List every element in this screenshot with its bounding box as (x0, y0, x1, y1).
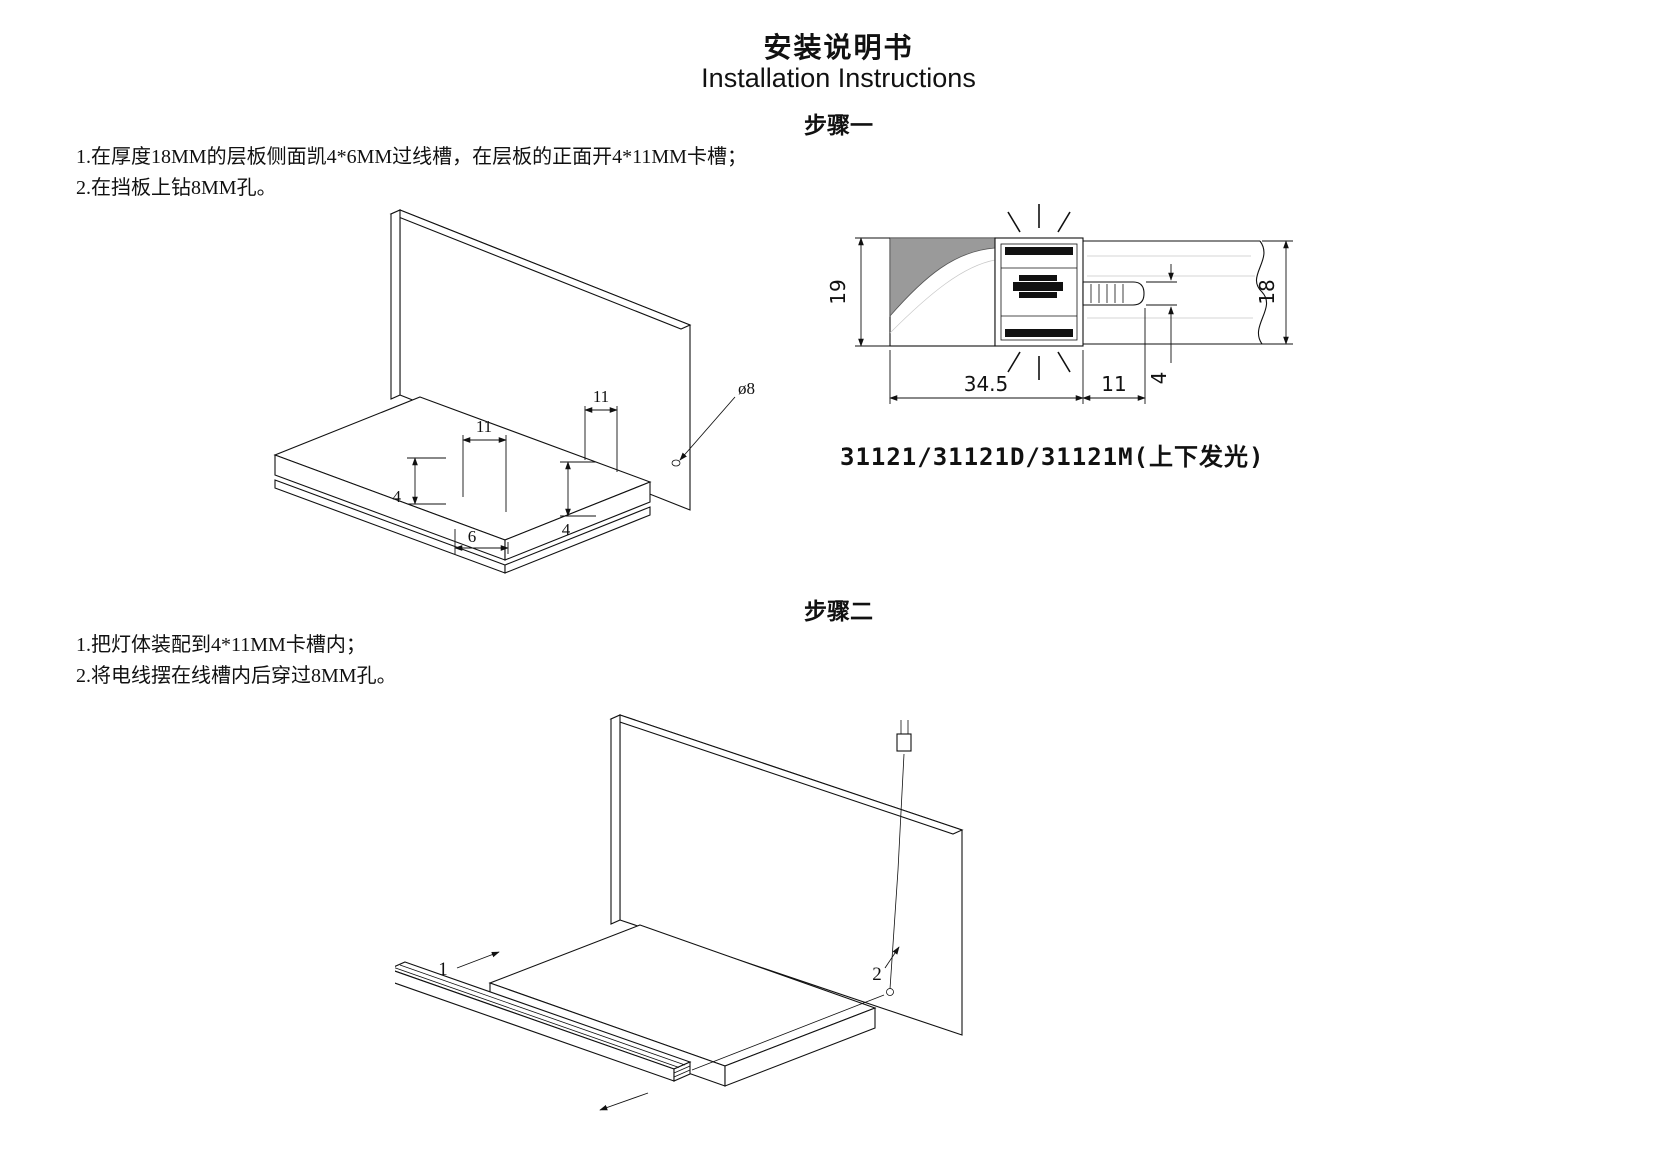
light-rays-bottom (1007, 351, 1071, 380)
step2-assembly-diagram: 1 2 (395, 714, 964, 1111)
bottom-seal (1005, 329, 1073, 337)
shelf-board (273, 396, 652, 574)
dimension-4-right: 4 (560, 461, 596, 539)
terminal-block (1019, 275, 1057, 281)
dimension-slot-width-front: 11 (462, 417, 507, 512)
dimension-slot-width-top: 11 (584, 387, 618, 472)
document-title-en: Installation Instructions (701, 63, 976, 93)
model-number-label: 31121/31121D/31121M(上下发光) (840, 443, 1265, 471)
dim-label-11-top: 11 (593, 387, 609, 406)
step1-heading: 步骤一 (804, 113, 873, 139)
dimension-4-tab: 4 (1146, 264, 1177, 384)
document-title-zh: 安装说明书 (763, 31, 914, 64)
step1-instruction-line2: 2.在挡板上钻8MM孔。 (76, 177, 277, 199)
top-seal (1005, 247, 1073, 255)
step2-heading: 步骤二 (804, 599, 873, 625)
step1-isometric-diagram: 11 11 4 4 6 ø8 (273, 209, 755, 574)
front-baffle-section (889, 237, 996, 347)
dim-label-phi8: ø8 (738, 379, 755, 398)
step1-instruction-line1: 1.在厚度18MM的层板侧面凯4*6MM过线槽，在层板的正面开4*11MM卡槽； (76, 146, 747, 168)
back-panel (609, 714, 964, 1036)
dim-label-11-tab: 11 (1101, 372, 1126, 396)
dimension-18: 18 (1255, 240, 1293, 345)
hole-callout-phi8: ø8 (671, 379, 755, 467)
dim-label-34-5: 34.5 (964, 372, 1009, 396)
callout-2: 2 (872, 946, 900, 985)
dimension-6-offset: 6 (454, 527, 509, 554)
dim-label-4-left: 4 (393, 487, 402, 506)
dimension-34-5: 34.5 (889, 350, 1084, 404)
dim-label-11-front: 11 (476, 417, 492, 436)
dim-label-6: 6 (468, 527, 477, 546)
light-strip-profile (395, 961, 692, 1082)
dimension-19: 19 (826, 237, 890, 347)
mounting-tab-screw (1082, 281, 1145, 306)
dim-label-4-right: 4 (562, 520, 571, 539)
dim-label-19: 19 (826, 279, 850, 304)
slide-direction-arrow (599, 1092, 649, 1111)
step1-section-diagram: 19 34.5 11 4 18 (826, 204, 1293, 404)
step2-instruction-line2: 2.将电线摆在线槽内后穿过8MM孔。 (76, 665, 397, 687)
dimension-4-left: 4 (393, 457, 446, 506)
dimension-11-tab: 11 (1082, 308, 1146, 404)
back-panel (389, 209, 692, 511)
callout-label-2: 2 (872, 964, 882, 985)
plug-connector (896, 720, 912, 752)
step2-instruction-line1: 1.把灯体装配到4*11MM卡槽内； (76, 634, 366, 656)
break-line (1255, 240, 1268, 345)
light-rays-top (1007, 204, 1071, 233)
callout-label-1: 1 (438, 959, 448, 980)
dim-label-4-tab: 4 (1147, 372, 1171, 385)
led-profile-section (994, 237, 1084, 347)
dim-label-18: 18 (1255, 279, 1279, 304)
callout-1: 1 (438, 951, 500, 980)
